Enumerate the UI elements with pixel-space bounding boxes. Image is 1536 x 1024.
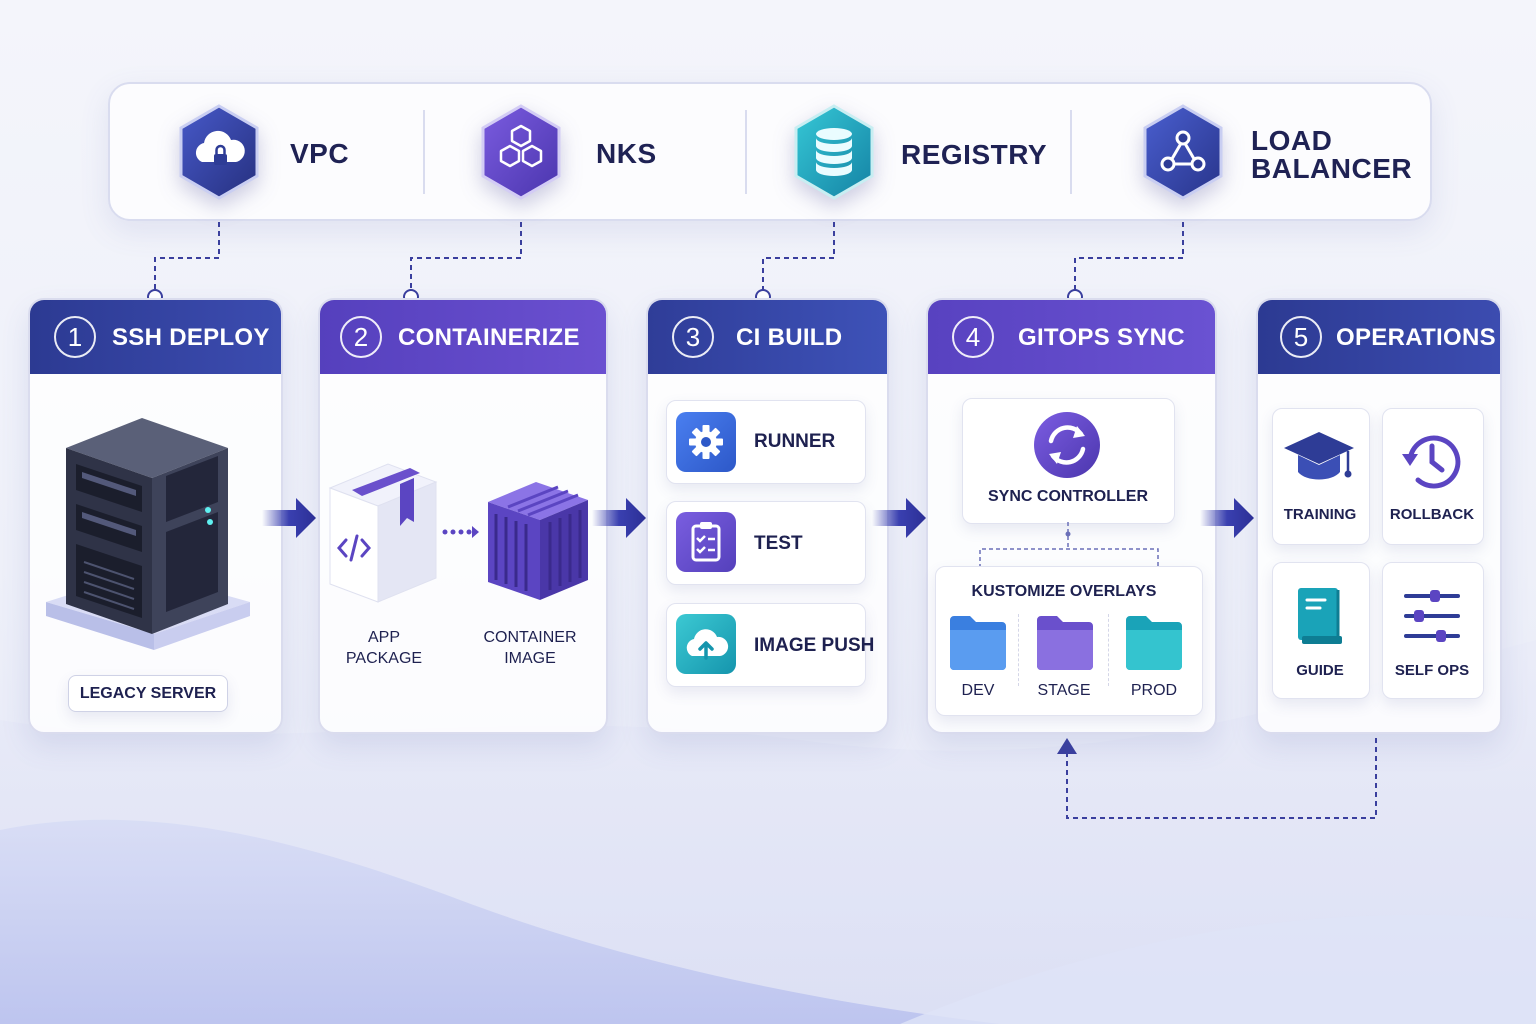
registry-label: REGISTRY <box>901 139 1048 170</box>
guide-label: GUIDE <box>1296 662 1344 679</box>
database-icon <box>794 104 874 200</box>
stage-title: CI BUILD <box>736 324 843 351</box>
stage-number: 4 <box>952 316 994 358</box>
gear-icon <box>676 412 736 472</box>
sync-icon <box>1034 412 1100 478</box>
load-balancer-label-1: LOAD <box>1251 125 1333 156</box>
history-icon <box>1402 435 1461 489</box>
stage-title: OPERATIONS <box>1336 324 1496 351</box>
legacy-server-label: LEGACY SERVER <box>79 685 217 702</box>
test-label: TEST <box>754 533 803 554</box>
folder-icon <box>1126 616 1182 670</box>
clipboard-check-icon <box>676 512 736 572</box>
self-ops-card <box>1382 562 1484 699</box>
divider <box>1108 614 1110 686</box>
self-ops-label: SELF OPS <box>1394 662 1470 679</box>
training-label: TRAINING <box>1283 506 1357 523</box>
stage-header: 5 OPERATIONS <box>1258 300 1500 374</box>
rollback-card <box>1382 408 1484 545</box>
container-image-label-1: CONTAINER <box>483 629 577 646</box>
stage-number: 3 <box>672 316 714 358</box>
stage-header: 1 SSH DEPLOY <box>30 300 281 374</box>
folder-icon <box>1037 616 1093 670</box>
divider <box>423 110 425 194</box>
nks-label: NKS <box>596 138 657 169</box>
book-icon <box>1298 588 1342 644</box>
rollback-label: ROLLBACK <box>1389 506 1475 523</box>
load-balancer-label-2: BALANCER <box>1251 153 1413 184</box>
container-image-label-2: IMAGE <box>504 650 556 667</box>
branch-lines <box>979 522 1159 568</box>
graduation-cap-icon <box>1284 432 1354 480</box>
divider <box>1070 110 1072 194</box>
arrow-right-icon <box>1200 498 1254 538</box>
kustomize-overlays-label: KUSTOMIZE OVERLAYS <box>971 583 1157 600</box>
stage-title: SSH DEPLOY <box>112 324 270 351</box>
sync-controller-label: SYNC CONTROLLER <box>988 488 1148 505</box>
stage-title: GITOPS SYNC <box>1018 324 1185 351</box>
stage-number: 1 <box>54 316 96 358</box>
folder-icon <box>950 616 1006 670</box>
dev-folder-label: DEV <box>961 682 995 699</box>
stage-folder-label: STAGE <box>1037 682 1091 699</box>
stage-header: 3 CI BUILD <box>648 300 887 374</box>
divider <box>745 110 747 194</box>
cubes-icon <box>481 104 561 200</box>
arrow-right-icon <box>872 498 926 538</box>
cloud-lock-icon <box>179 104 259 200</box>
stage-header: 2 CONTAINERIZE <box>320 300 606 374</box>
stage-number: 2 <box>340 316 382 358</box>
cloud-upload-icon <box>676 614 736 674</box>
app-package-label-2: PACKAGE <box>345 650 423 667</box>
stage-number: 5 <box>1280 316 1322 358</box>
arrow-right-icon <box>592 498 646 538</box>
load-balancer-icon <box>1143 104 1223 200</box>
stage-header: 4 GITOPS SYNC <box>928 300 1215 374</box>
server-icon <box>46 418 250 650</box>
container-image-icon <box>488 482 588 600</box>
app-package-label-1: APP <box>367 629 400 646</box>
divider <box>1018 614 1020 686</box>
vpc-label: VPC <box>290 138 350 169</box>
dotted-arrow-icon <box>442 526 479 538</box>
prod-folder-label: PROD <box>1130 682 1178 699</box>
app-package-icon <box>328 463 438 603</box>
arrow-right-icon <box>262 498 316 538</box>
sliders-icon <box>1404 590 1460 642</box>
runner-label: RUNNER <box>754 431 836 452</box>
legacy-server-badge <box>68 675 228 712</box>
stage-title: CONTAINERIZE <box>398 324 580 351</box>
image-push-label: IMAGE PUSH <box>754 635 875 656</box>
